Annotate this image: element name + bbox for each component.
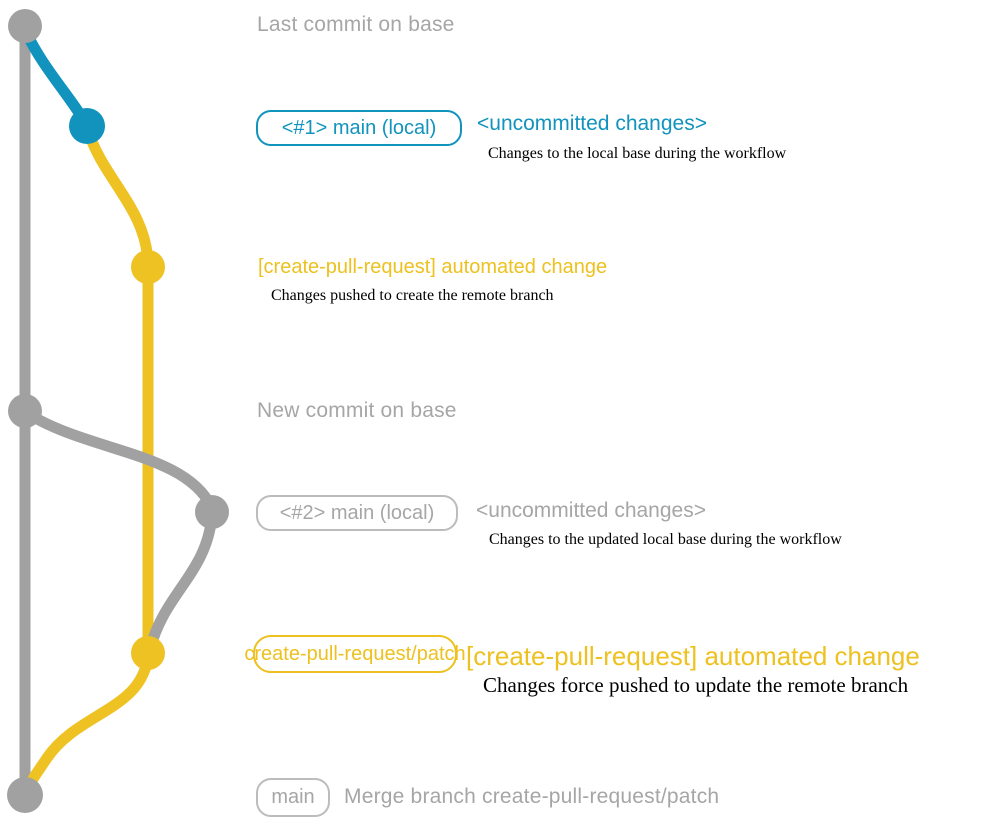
commit-node-local-checkout-2: [195, 495, 229, 529]
uncommitted-changes-2-title: <uncommitted changes>: [476, 499, 706, 522]
branch-badge-main-local-1: <#1> main (local): [256, 110, 462, 146]
uncommitted-changes-2-description: Changes to the updated local base during…: [489, 531, 842, 548]
branch-badge-create-pull-request-patch: create-pull-request/patch: [244, 635, 466, 673]
last-commit-label: Last commit on base: [257, 13, 455, 36]
uncommitted-changes-1-description: Changes to the local base during the wor…: [488, 145, 787, 162]
commit-node-automated-change-1: [131, 250, 165, 284]
automated-change-1-title: [create-pull-request] automated change: [258, 256, 608, 278]
checkout2-branch-line: [21, 407, 218, 514]
branch-badge-main-local-2-label: <#2> main (local): [279, 501, 435, 524]
branch-badge-main-label: main: [271, 786, 315, 808]
branch-badge-main: main: [256, 778, 330, 817]
automated-change-1-description: Changes pushed to create the remote bran…: [271, 287, 554, 304]
merge-commit-label: Merge branch create-pull-request/patch: [344, 785, 720, 808]
branch-badge-main-local-1-label: <#1> main (local): [281, 116, 437, 139]
new-commit-label: New commit on base: [257, 399, 457, 422]
patch-merge-curve: [20, 649, 154, 798]
commit-node-local-checkout-1: [69, 108, 105, 144]
branch-badge-create-pull-request-patch-label: create-pull-request/patch: [244, 642, 466, 665]
commit-node-automated-change-2: [131, 636, 165, 670]
force-push-curve: [144, 508, 218, 656]
commit-node-last-commit-on-base: [8, 9, 42, 43]
patch-branch-curve-top: [82, 124, 154, 269]
commit-node-new-commit-on-base: [8, 394, 42, 428]
automated-change-2-title: [create-pull-request] automated change: [466, 641, 920, 671]
automated-change-2-description: Changes force pushed to update the remot…: [483, 673, 909, 697]
branch-badge-main-local-2: <#2> main (local): [256, 495, 458, 531]
commit-node-merge-commit: [7, 777, 43, 813]
uncommitted-changes-1-title: <uncommitted changes>: [477, 112, 707, 135]
